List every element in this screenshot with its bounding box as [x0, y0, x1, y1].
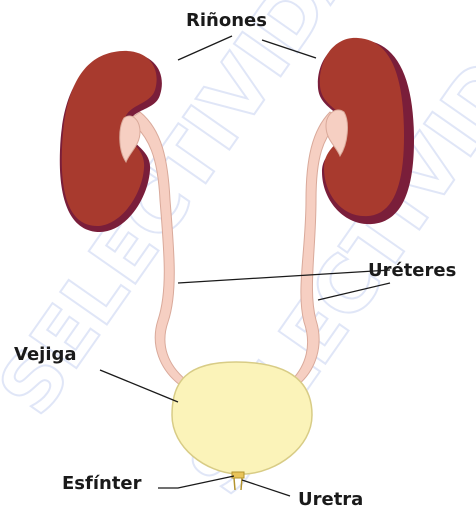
label-ureters: Uréteres: [368, 260, 456, 281]
label-kidneys: Riñones: [186, 10, 267, 31]
bladder-leader: [100, 370, 178, 402]
label-urethra: Uretra: [298, 489, 363, 510]
right-kidney: [318, 38, 414, 224]
label-bladder: Vejiga: [14, 344, 77, 365]
bladder: [172, 362, 312, 474]
label-sphincter: Esfínter: [62, 473, 142, 494]
